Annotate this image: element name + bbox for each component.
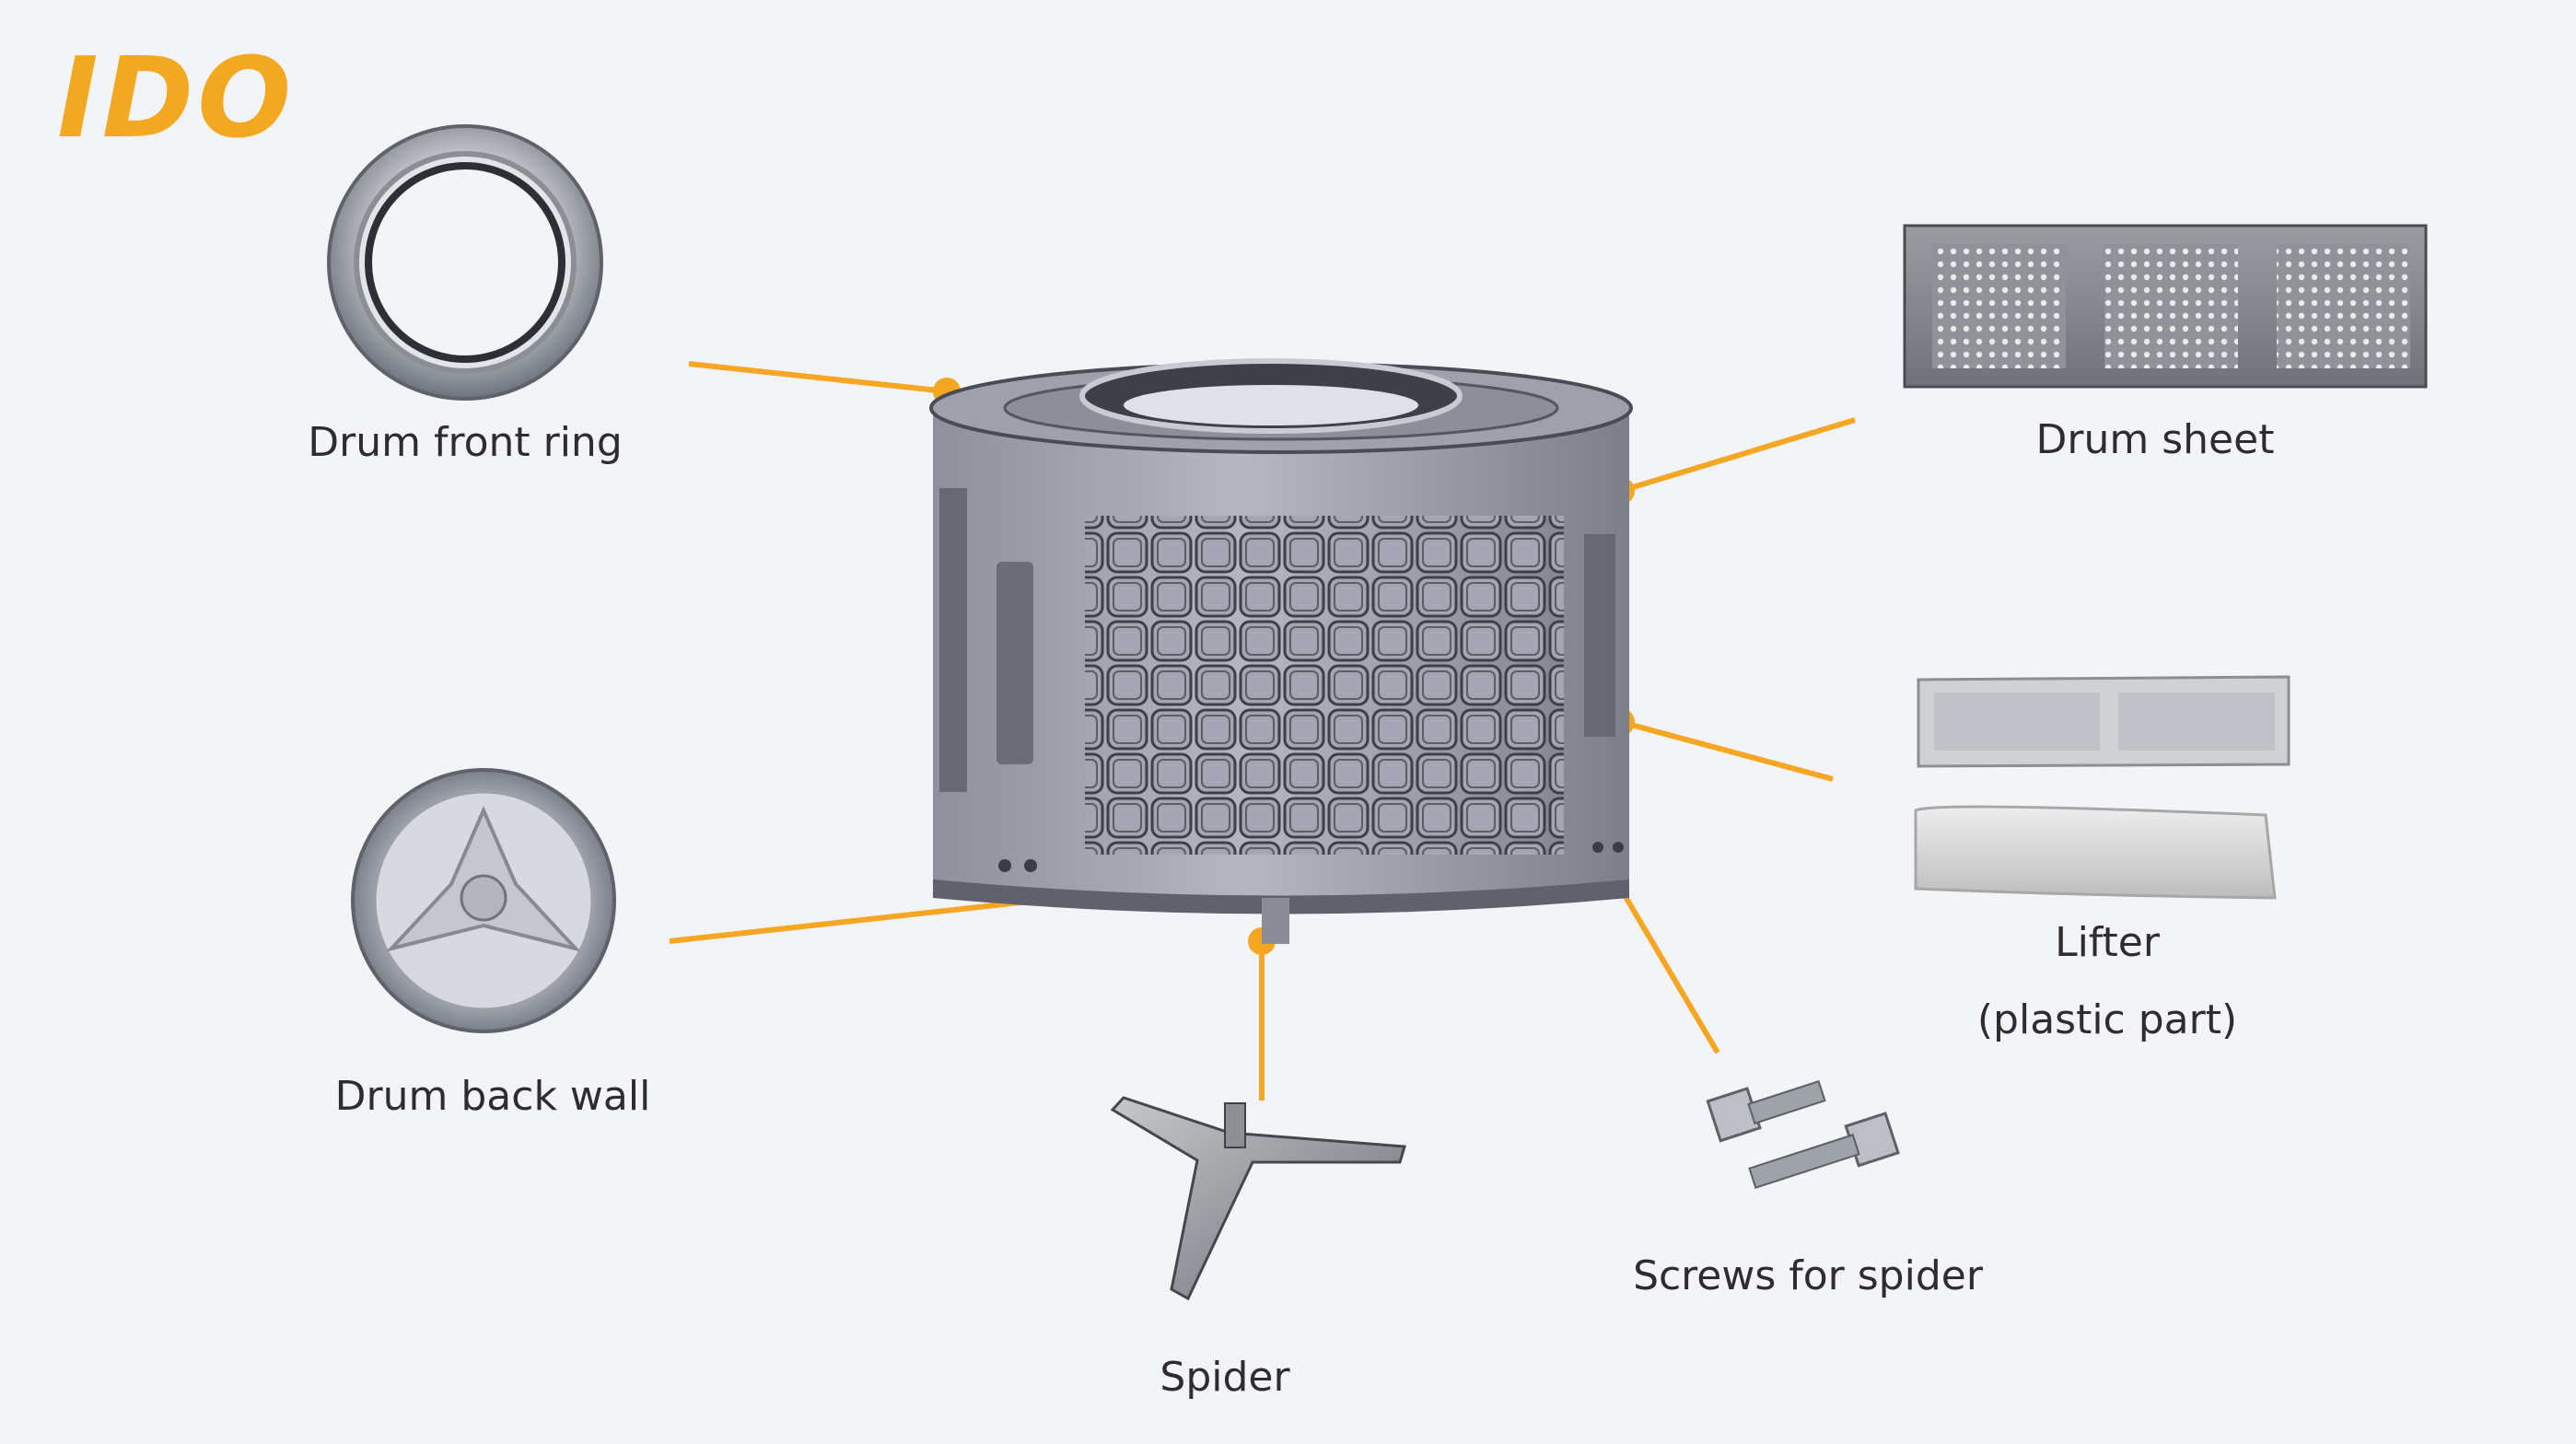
drum-sheet-label: Drum sheet <box>2035 416 2275 463</box>
screws-label: Screws for spider <box>1633 1252 1983 1299</box>
spider-label: Spider <box>1160 1354 1290 1401</box>
lifter-image <box>1914 675 2290 900</box>
lifter-sublabel: (plastic part) <box>1976 996 2238 1043</box>
ido-logo: IDO <box>57 35 296 163</box>
screws-image <box>1706 1079 1900 1189</box>
drum-back-wall-label: Drum back wall <box>334 1073 651 1120</box>
leader-spider <box>1248 927 1276 1100</box>
lifter-label: Lifter <box>2055 919 2160 966</box>
drum-back-wall-image <box>351 768 616 1033</box>
leader-front-ring <box>688 361 961 405</box>
spider-image <box>1110 1096 1406 1301</box>
washing-drum-assembly-image <box>929 358 1633 944</box>
drum-sheet-image <box>1903 224 2428 389</box>
drum-front-ring-label: Drum front ring <box>308 419 623 466</box>
leader-lifter <box>1607 708 1834 782</box>
leader-drum-sheet <box>1607 417 1856 505</box>
drum-front-ring-image <box>327 124 603 401</box>
